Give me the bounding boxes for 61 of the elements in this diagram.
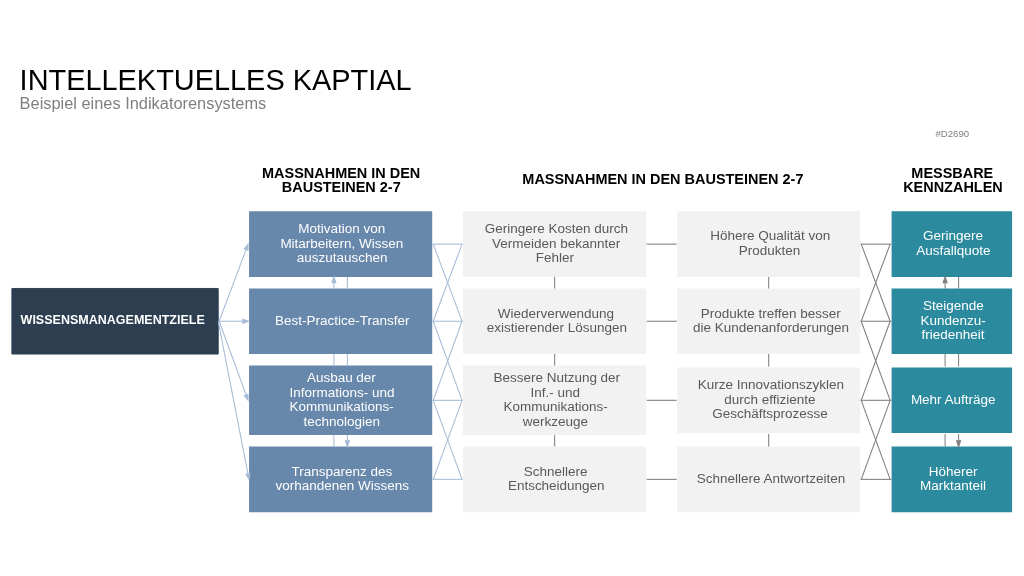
label: #D2690: [935, 127, 970, 139]
connector: [554, 434, 556, 448]
node-box: Schnellere Antwortzeiten: [677, 446, 861, 513]
connector: [646, 243, 678, 245]
connector: [646, 399, 678, 401]
connector: [958, 353, 960, 368]
arrow: [942, 275, 948, 289]
label: MASSNAHMEN IN DEN BAUSTEINEN 2-7: [522, 170, 804, 187]
connector: [333, 353, 335, 367]
node-box: Mehr Aufträge: [891, 367, 1013, 434]
arrow: [218, 318, 251, 325]
label: MASSNAHMEN IN DEN BAUSTEINEN 2-7: [262, 164, 421, 196]
connector: [768, 276, 770, 289]
arrow: [217, 320, 251, 481]
connector: [554, 276, 556, 289]
connector: [432, 399, 464, 401]
node-box: Kurze Innovationszyklen durch effiziente Geschäftsprozesse: [677, 367, 861, 434]
node-box: Steigende Kundenzu- friedenheit: [891, 288, 1013, 355]
node-box: Schnellere Entscheidungen: [463, 446, 647, 513]
connector: [646, 478, 678, 480]
node-box: Motivation von Mitarbeitern, Wissen auszutauschen: [249, 211, 433, 277]
node-box: Geringere Kosten durch Vermeiden bekannter Fehler: [463, 211, 647, 277]
connector: [860, 399, 892, 401]
node-box: Produkte treffen besser die Kundenanforderungen: [677, 288, 861, 355]
arrow: [218, 242, 249, 322]
connector: [860, 320, 892, 322]
connector: [554, 353, 556, 367]
connector: [432, 243, 464, 245]
connector: [346, 353, 348, 367]
connector: [333, 434, 335, 448]
node-box: Bessere Nutzung der Inf.- und Kommunikations- werkzeuge: [463, 365, 647, 435]
diagram-title: INTELLEKTUELLES KAPTIAL: [19, 63, 412, 96]
caption: Beispiel eines Indikatorensystems: [19, 93, 267, 112]
connector: [860, 320, 891, 401]
node-box: Höhere Qualität von Produkten: [677, 211, 861, 277]
connector: [860, 243, 892, 245]
connector: [860, 399, 891, 480]
connector: [432, 399, 463, 480]
connector: [860, 243, 891, 322]
connector: [432, 320, 463, 401]
node-box: WISSENSMANAGEMENTZIELE: [11, 288, 219, 355]
connector: [432, 320, 464, 322]
connector: [768, 353, 770, 368]
connector: [646, 320, 678, 322]
label: MESSBARE KENNZAHLEN: [903, 164, 1003, 196]
arrow: [331, 275, 337, 289]
arrow: [218, 320, 249, 402]
connector: [944, 353, 946, 368]
node-box: Höherer Marktanteil: [891, 446, 1013, 513]
connector: [768, 433, 770, 448]
connector: [432, 478, 464, 480]
connector: [944, 433, 946, 448]
node-box: Geringere Ausfallquote: [891, 211, 1013, 277]
node-box: Ausbau der Informations- und Kommunikations- technologien: [249, 365, 433, 435]
node-box: Best-Practice-Transfer: [249, 288, 433, 355]
connector: [432, 243, 463, 322]
connector: [958, 276, 960, 289]
node-box: Transparenz des vorhandenen Wissens: [249, 446, 433, 513]
node-box: Wiederverwendung existierender Lösungen: [463, 288, 647, 355]
connector: [860, 478, 892, 480]
connector: [346, 276, 348, 289]
